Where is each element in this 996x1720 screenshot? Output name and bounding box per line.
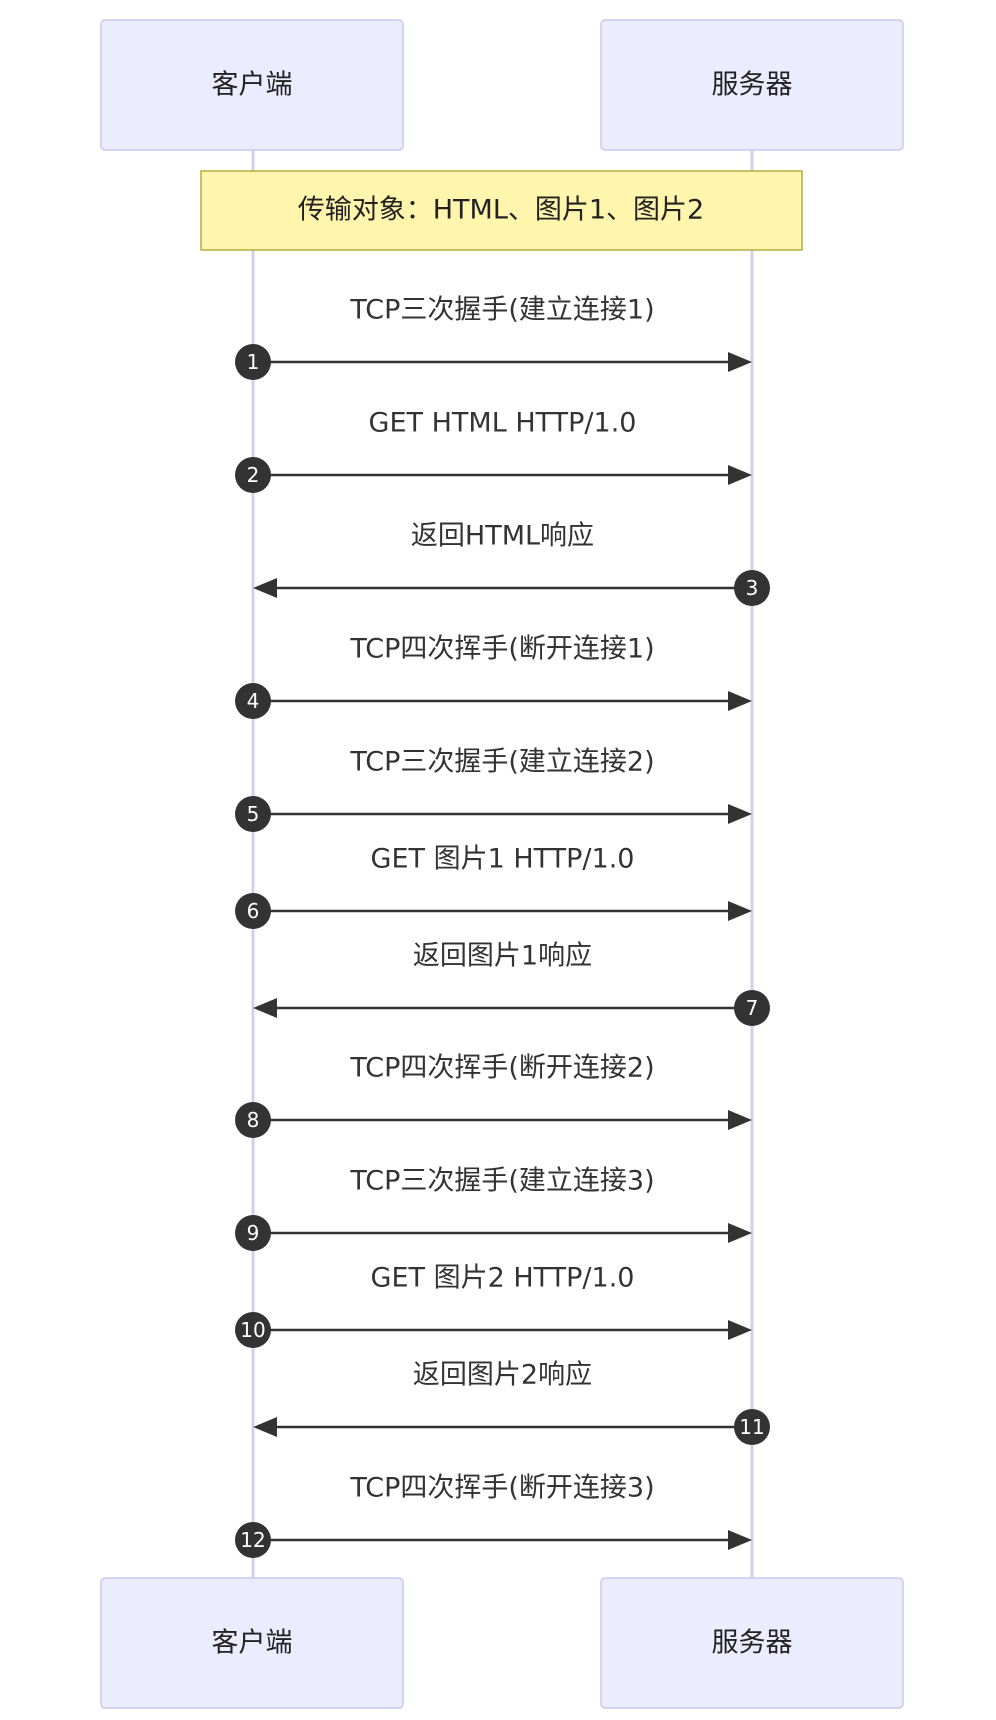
message-label: 返回HTML响应	[411, 521, 594, 552]
sequence-number: 12	[240, 1528, 265, 1552]
sequence-number: 8	[247, 1108, 260, 1132]
sequence-number-badge	[235, 796, 271, 832]
sequence-number: 3	[746, 576, 759, 600]
message-arrowhead	[728, 1110, 752, 1130]
message-label: TCP三次握手(建立连接2)	[349, 747, 654, 778]
message-label: TCP四次挥手(断开连接3)	[349, 1473, 654, 1504]
message-label: GET 图片1 HTTP/1.0	[371, 844, 635, 875]
message-10: GET 图片2 HTTP/1.0 10	[235, 1263, 752, 1348]
message-9: TCP三次握手(建立连接3) 9	[235, 1166, 752, 1251]
message-arrowhead	[253, 998, 277, 1018]
sequence-number-badge	[235, 344, 271, 380]
message-label: 返回图片1响应	[413, 941, 592, 972]
message-7: 返回图片1响应 7	[253, 941, 770, 1026]
message-arrowhead	[728, 465, 752, 485]
actor-server-top: 服务器	[600, 19, 904, 151]
sequence-number-badge	[734, 1409, 770, 1445]
message-arrowhead	[728, 804, 752, 824]
actor-server-bottom: 服务器	[600, 1577, 904, 1709]
actor-client-bottom-label: 客户端	[212, 1628, 293, 1659]
sequence-number: 1	[247, 350, 260, 374]
message-arrowhead	[728, 1530, 752, 1550]
sequence-number: 11	[739, 1415, 764, 1439]
note-text: 传输对象：HTML、图片1、图片2	[298, 195, 705, 226]
message-label: GET 图片2 HTTP/1.0	[371, 1263, 635, 1294]
message-label: 返回图片2响应	[413, 1360, 592, 1391]
message-label: TCP三次握手(建立连接3)	[349, 1166, 654, 1197]
sequence-number-badge	[235, 1215, 271, 1251]
message-label: TCP三次握手(建立连接1)	[349, 295, 654, 326]
sequence-number-badge	[734, 570, 770, 606]
message-4: TCP四次挥手(断开连接1) 4	[235, 634, 752, 719]
message-label: TCP四次挥手(断开连接1)	[349, 634, 654, 665]
sequence-number: 4	[247, 689, 260, 713]
actor-server-bottom-label: 服务器	[712, 1628, 793, 1659]
message-arrowhead	[728, 691, 752, 711]
message-arrowhead	[728, 1320, 752, 1340]
sequence-number-badge	[235, 683, 271, 719]
sequence-number: 2	[247, 463, 260, 487]
sequence-number: 10	[240, 1318, 265, 1342]
actor-server-top-label: 服务器	[712, 70, 793, 101]
message-8: TCP四次挥手(断开连接2) 8	[235, 1053, 752, 1138]
message-12: TCP四次挥手(断开连接3) 12	[235, 1473, 752, 1558]
message-5: TCP三次握手(建立连接2) 5	[235, 747, 752, 832]
actor-client-top: 客户端	[100, 19, 404, 151]
sequence-number-badge	[235, 1522, 271, 1558]
message-arrowhead	[728, 352, 752, 372]
message-arrowhead	[253, 1417, 277, 1437]
sequence-number: 5	[247, 802, 260, 826]
sequence-number: 6	[247, 899, 260, 923]
actor-client-bottom: 客户端	[100, 1577, 404, 1709]
sequence-number-badge	[235, 457, 271, 493]
message-11: 返回图片2响应 11	[253, 1360, 770, 1445]
note: 传输对象：HTML、图片1、图片2	[200, 170, 803, 251]
sequence-number-badge	[734, 990, 770, 1026]
message-1: TCP三次握手(建立连接1) 1	[235, 295, 752, 380]
message-arrowhead	[728, 1223, 752, 1243]
message-label: GET HTML HTTP/1.0	[369, 408, 637, 439]
message-arrowhead	[253, 578, 277, 598]
message-label: TCP四次挥手(断开连接2)	[349, 1053, 654, 1084]
sequence-number-badge	[235, 1102, 271, 1138]
message-3: 返回HTML响应 3	[253, 521, 770, 606]
sequence-number: 7	[746, 996, 759, 1020]
message-2: GET HTML HTTP/1.0 2	[235, 408, 752, 493]
sequence-number-badge	[235, 1312, 271, 1348]
actor-client-top-label: 客户端	[212, 70, 293, 101]
sequence-number-badge	[235, 893, 271, 929]
message-6: GET 图片1 HTTP/1.0 6	[235, 844, 752, 929]
sequence-number: 9	[247, 1221, 260, 1245]
message-arrowhead	[728, 901, 752, 921]
